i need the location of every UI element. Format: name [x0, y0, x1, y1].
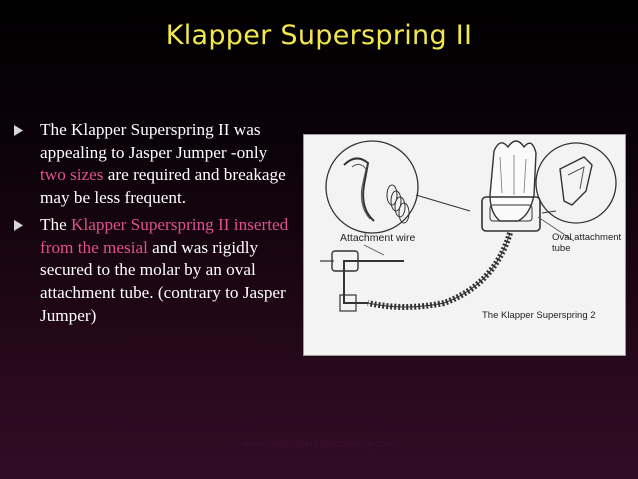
attachment-wire	[343, 260, 404, 304]
bullet-2-highlight: Klapper Superspring II inserted from the…	[40, 214, 289, 257]
molar-tooth	[489, 140, 537, 222]
footer-website: www.indiandentalacademy.com	[242, 438, 396, 450]
bullet-1-highlight: two sizes	[40, 165, 104, 185]
bullet-item-2: The Klapper Superspring II inserted from…	[14, 214, 294, 328]
superspring-coil	[367, 232, 513, 310]
superspring-drawing	[320, 140, 617, 312]
bullet-1-text-a: The Klapper Superspring II was appealing…	[40, 120, 268, 162]
bullet-arrow-icon	[14, 219, 23, 231]
magnified-coil	[386, 184, 410, 224]
bullet-item-1: The Klapper Superspring II was appealing…	[14, 119, 294, 210]
bullet-list: The Klapper Superspring II was appealing…	[14, 119, 294, 331]
magnified-detail-right	[535, 142, 617, 224]
superspring-illustration: Attachment wire Oval attachment tube The…	[303, 134, 626, 356]
slide-title: Klapper Superspring II	[165, 20, 473, 51]
bullet-2-text-a: The	[40, 214, 72, 234]
bullet-1-text-b: are required and breakage may be less fr…	[40, 165, 286, 208]
label-oval-attachment-tube: Oval attachment tube	[552, 232, 622, 254]
bullet-arrow-icon	[14, 125, 23, 136]
molar-band	[481, 196, 541, 232]
label-attachment-wire: Attachment wire	[340, 232, 416, 244]
magnified-detail-left	[325, 140, 419, 234]
figure-caption: The Klapper Superspring 2	[482, 310, 596, 321]
bullet-2-text-b: and was rigidly secured to the molar by …	[40, 237, 286, 325]
